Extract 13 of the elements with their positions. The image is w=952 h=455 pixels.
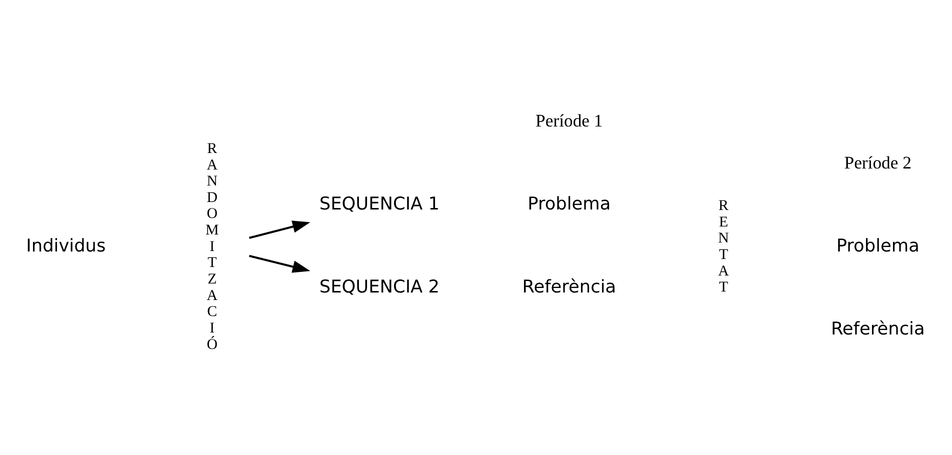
node-text: Referència: [830, 319, 925, 340]
node-text: Problema: [528, 194, 611, 214]
node-text: Problema: [836, 236, 920, 256]
arrow: [248, 220, 310, 238]
node-text: SEQUENCIA 1: [319, 194, 440, 214]
label: Període 1: [536, 110, 603, 130]
arrow: [249, 254, 310, 272]
node-text: SEQUENCIA 2: [319, 276, 440, 297]
node-text: RANDOMITZACIÓ: [206, 140, 219, 352]
node-text: RENTAT: [718, 198, 729, 296]
node-text: Individus: [26, 236, 106, 256]
label: Període 2: [844, 152, 912, 172]
node-text: Referència: [522, 276, 616, 297]
